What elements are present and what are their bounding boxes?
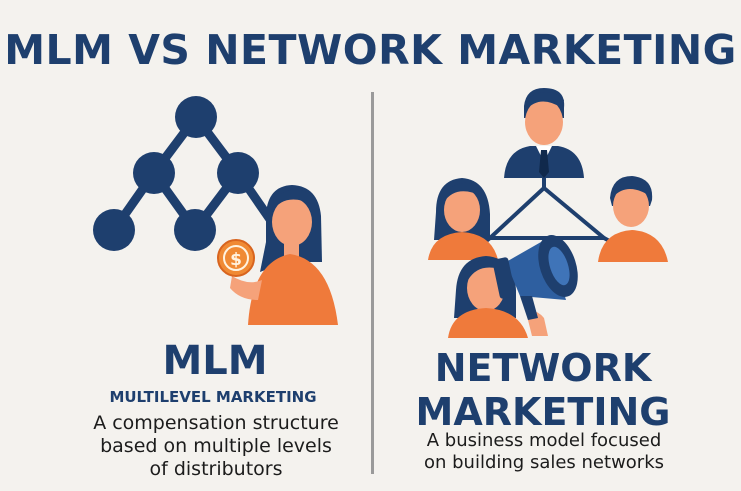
mlm-description-line: of distributors <box>149 458 283 480</box>
man-icon <box>598 176 668 262</box>
network-heading-line: MARKETING <box>415 390 671 434</box>
dollar-coin-icon: $ <box>217 239 255 277</box>
mlm-heading: MLM <box>162 338 268 384</box>
woman-icon <box>428 178 498 260</box>
network-marketing-heading: NETWORK MARKETING <box>398 346 688 434</box>
mlm-description-line: based on multiple levels <box>100 435 332 457</box>
page-title: MLM VS NETWORK MARKETING <box>4 26 737 74</box>
network-description-line: A business model focused <box>426 430 662 451</box>
megaphone-icon <box>492 235 578 320</box>
network-description-line: on building sales networks <box>423 452 665 473</box>
mlm-description-line: A compensation structure <box>93 412 339 434</box>
network-heading-line: NETWORK <box>434 346 652 390</box>
center-divider <box>371 92 374 474</box>
coin-symbol: $ <box>230 250 242 270</box>
mlm-subheading: MULTILEVEL MARKETING <box>109 388 317 406</box>
woman-holding-coin-icon <box>230 185 338 325</box>
mlm-description: A compensation structure based on multip… <box>66 412 366 481</box>
businessman-icon <box>504 88 584 178</box>
network-tree-icon <box>93 96 280 251</box>
network-marketing-description: A business model focused on building sal… <box>392 430 696 474</box>
